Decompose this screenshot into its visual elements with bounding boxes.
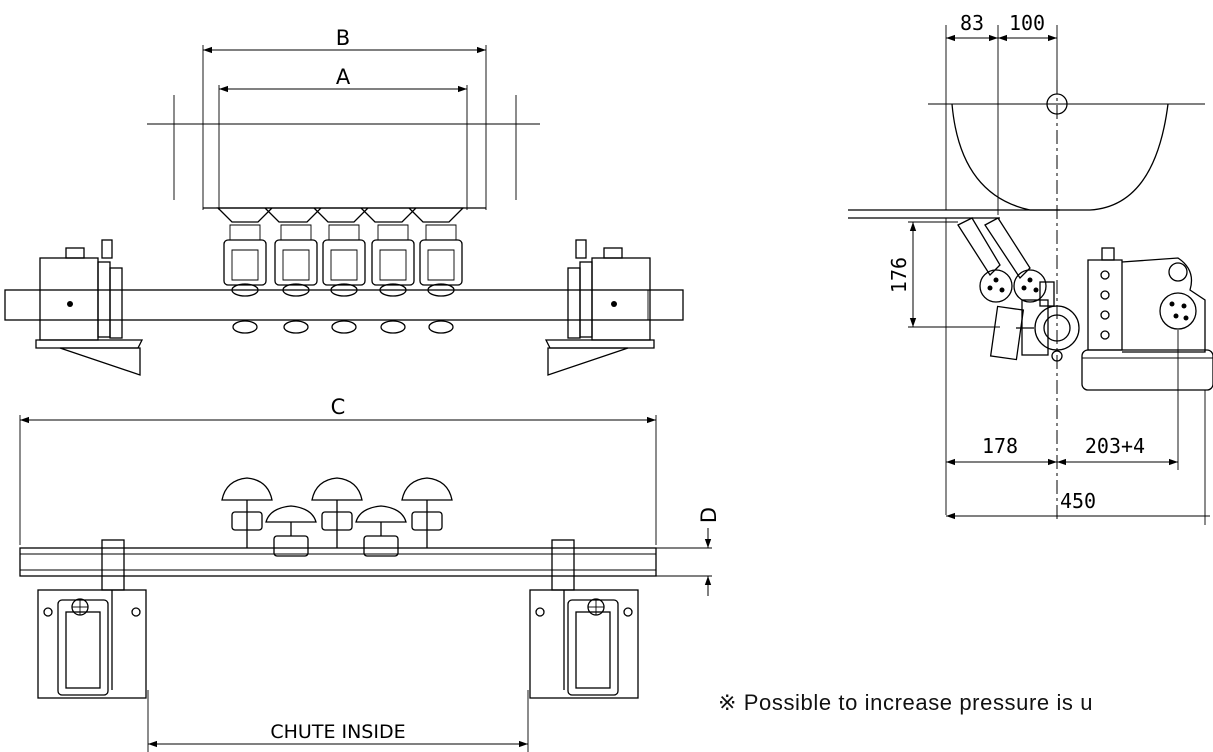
dim-a-label: A — [336, 65, 351, 89]
side-bracket — [1081, 247, 1213, 470]
left-bracket-top — [35, 239, 144, 376]
dim-chute-label: CHUTE INSIDE — [270, 721, 405, 743]
dim-b-label: B — [336, 26, 350, 50]
chute-curve — [951, 103, 1169, 211]
frame-rail — [19, 547, 657, 577]
front-view: C D — [19, 395, 721, 752]
dim-178-label: 178 — [982, 434, 1018, 458]
dim-100-label: 100 — [1009, 11, 1045, 35]
impact-rollers-front — [221, 477, 453, 557]
dim-203-label: 203+4 — [1085, 434, 1145, 458]
impact-rollers-top — [216, 207, 465, 334]
shaft — [4, 289, 684, 321]
dim-176-label: 176 — [887, 257, 911, 293]
right-support-front — [529, 539, 639, 699]
pressure-note: ※ Possible to increase pressure is u — [718, 690, 1094, 715]
left-support-front — [37, 539, 147, 699]
roller-arms — [957, 217, 1080, 362]
top-view: B A — [4, 26, 684, 376]
side-view: 83 100 176 — [848, 11, 1213, 525]
dim-83-label: 83 — [960, 11, 984, 35]
dim-d-label: D — [697, 507, 721, 523]
right-bracket-top — [544, 239, 655, 376]
dim-450-label: 450 — [1060, 489, 1096, 513]
dim-c-label: C — [331, 395, 346, 419]
